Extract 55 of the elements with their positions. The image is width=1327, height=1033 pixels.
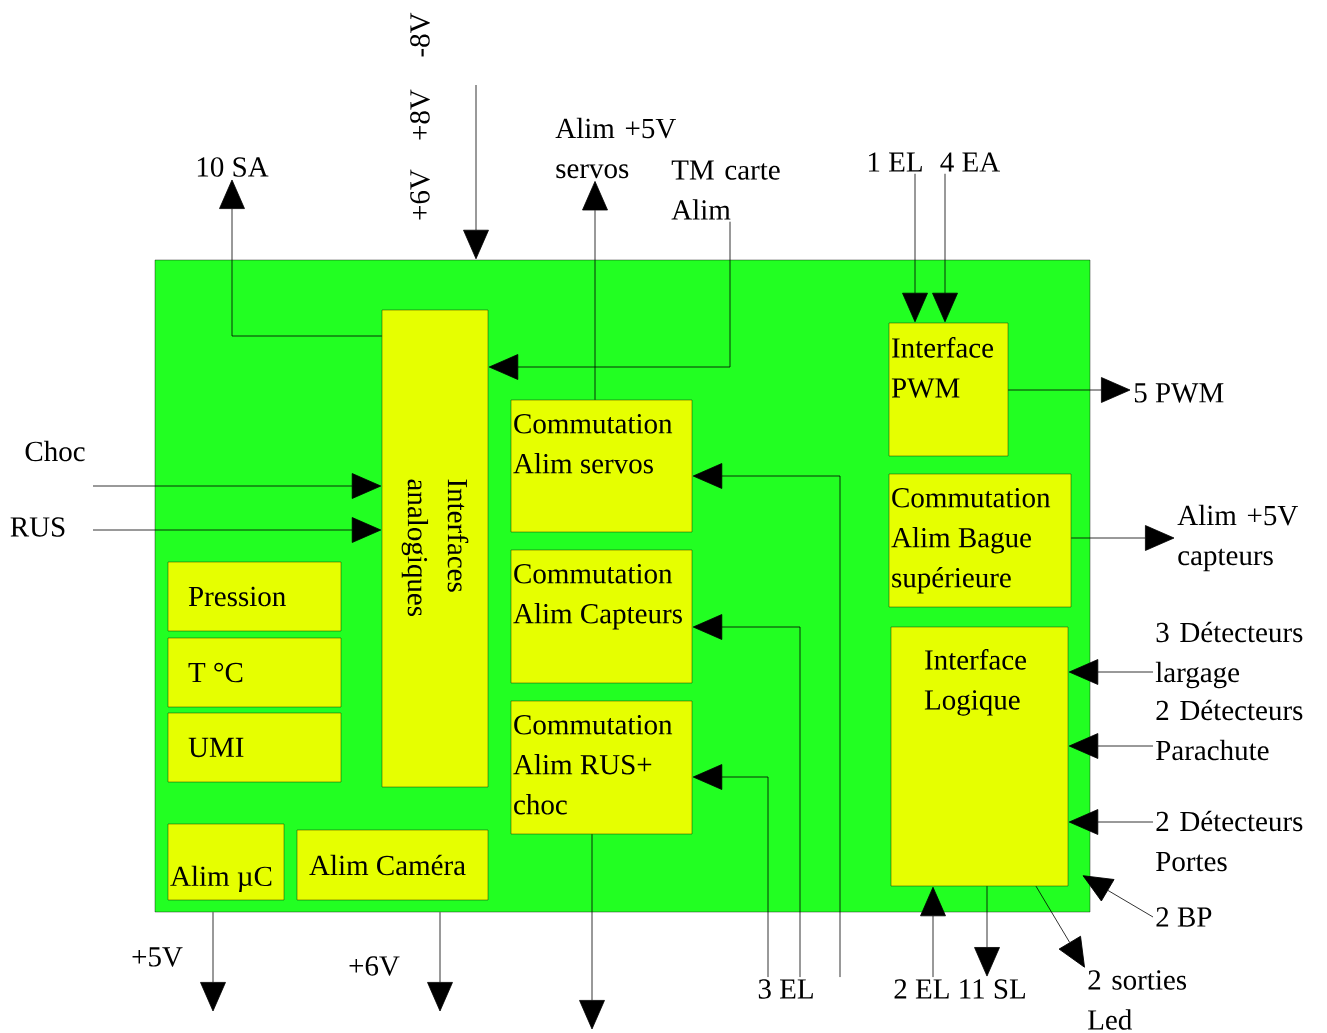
signal-label: Alim +5V capteurs: [1177, 504, 1298, 572]
arrow: [692, 463, 841, 978]
module-box: Commutation Alim Capteurs: [510, 549, 693, 684]
arrow: [1070, 525, 1175, 551]
signal-label: 10 SA: [197, 157, 269, 177]
power-box: Alim Caméra: [296, 829, 489, 901]
voltage-label: +6V: [410, 169, 430, 220]
arrow: [974, 885, 1000, 977]
arrow: [692, 614, 801, 978]
arrow: [932, 173, 958, 323]
sensor-box: Pression: [167, 561, 342, 632]
arrow: [1068, 809, 1154, 835]
signal-label: 1 EL: [869, 152, 922, 172]
arrow: [1068, 733, 1154, 759]
module-box: Commutation Alim servos: [510, 399, 693, 533]
arrow: [1082, 875, 1154, 918]
voltage-label: +8V: [410, 89, 430, 140]
voltage-label: +5V: [132, 947, 183, 967]
arrow: [1035, 885, 1085, 968]
signal-label: 2 EL 11 SL: [894, 979, 1025, 999]
arrow: [902, 173, 928, 323]
arrow: [427, 911, 453, 1012]
module-box: Interfaces analogiques: [381, 309, 489, 788]
arrow: [200, 911, 226, 1012]
arrow: [579, 833, 605, 1030]
signal-label: 3 Détecteurs largage: [1155, 621, 1303, 689]
signal-label: TM carte Alim: [671, 160, 780, 220]
arrow: [488, 221, 731, 380]
arrow: [1007, 377, 1131, 403]
signal-label: 2 Détecteurs Parachute: [1156, 699, 1303, 761]
arrow: [582, 181, 608, 401]
arrow: [692, 764, 769, 978]
voltage-label: +6V: [349, 956, 400, 976]
arrow: [1068, 659, 1154, 685]
sensor-box: UMI: [167, 712, 342, 783]
module-box: Interface PWM: [888, 322, 1009, 457]
signal-label: 5 PWM: [1134, 383, 1224, 403]
arrow: [219, 179, 383, 337]
signal-label: Choc: [25, 440, 85, 462]
arrow: [463, 84, 489, 260]
module-box: Commutation Alim RUS+ choc: [510, 700, 693, 835]
arrow: [92, 473, 382, 499]
power-box: Alim µC: [167, 823, 285, 901]
voltage-label: -8V: [410, 12, 430, 57]
signal-label: RUS: [10, 517, 65, 537]
module-box: Commutation Alim Bague supérieure: [888, 473, 1072, 608]
signal-label: 4 EA: [940, 152, 1000, 172]
signal-label: 2 BP: [1156, 907, 1212, 927]
module-box: Interface Logique: [890, 626, 1069, 887]
arrow: [920, 886, 946, 978]
sensor-box: T °C: [167, 637, 342, 708]
signal-label: 2 Détecteurs Portes: [1156, 810, 1303, 872]
signal-label: 3 EL: [758, 979, 813, 999]
signal-label: 2 sorties Led: [1088, 970, 1187, 1030]
arrow: [92, 517, 382, 543]
